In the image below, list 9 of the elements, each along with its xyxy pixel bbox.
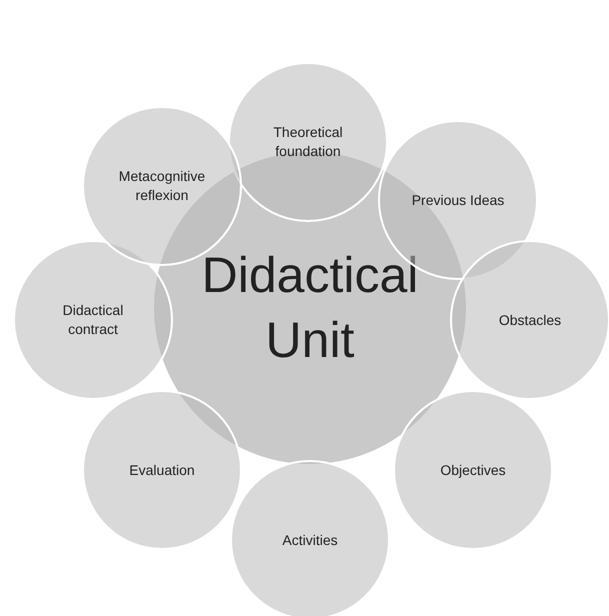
circle-label: Didactical contract [62,301,124,339]
circle-label: Obstacles [498,310,562,330]
circle-label: Objectives [440,460,506,480]
circle-label: Previous Ideas [412,190,504,210]
circle-label: Evaluation [129,460,195,480]
circle-label: Activities [282,530,338,550]
circle-label: Didactical Unit [200,246,420,370]
circle-label: Theoretical foundation [272,123,344,161]
circle-label: Metacognitive reflexion [118,167,206,205]
